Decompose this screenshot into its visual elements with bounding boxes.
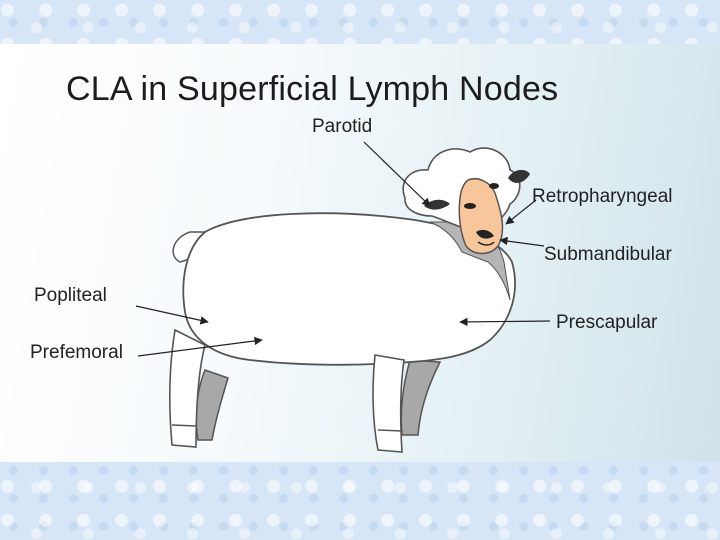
label-submandibular: Submandibular [544,244,672,265]
arrow-parotid [363,141,431,207]
left-eye-icon [464,203,476,209]
near-legs [169,328,405,453]
arrow-submandibular [499,236,545,247]
label-popliteal: Popliteal [34,285,107,306]
arrow-popliteal [135,305,209,325]
far-legs [195,359,442,441]
right-ear-icon [508,169,530,183]
sheep-body [182,212,516,366]
right-eye-icon [489,183,499,189]
mouth-icon [477,241,495,246]
label-prefemoral: Prefemoral [30,342,123,363]
pointer-arrows [135,141,551,357]
nose-icon [476,229,494,239]
label-parotid: Parotid [312,116,373,137]
arrow-prefemoral [137,336,263,357]
label-prescapular: Prescapular [556,312,658,333]
arrow-retropharyngeal [505,199,537,225]
slide-title: CLA in Superficial Lymph Nodes [66,70,559,108]
label-retropharyngeal: Retropharyngeal [532,186,673,207]
arrow-prescapular [459,317,551,327]
